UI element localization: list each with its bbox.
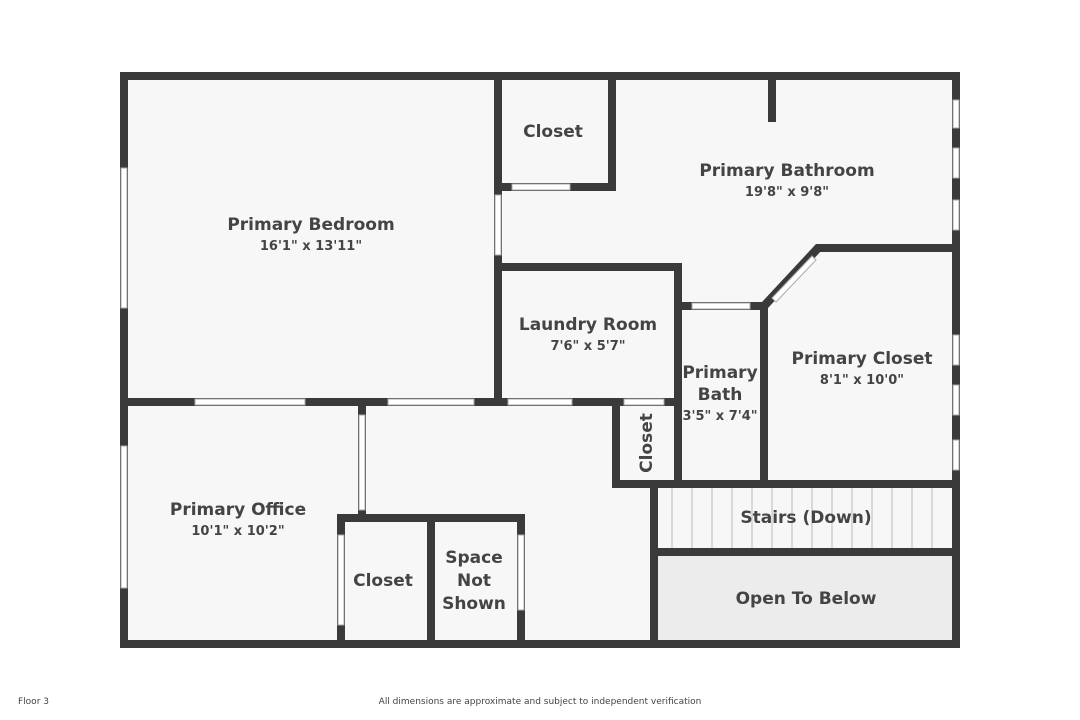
space-not-shown-3: Shown xyxy=(442,594,506,614)
room-primary-office: Primary Office xyxy=(170,500,306,520)
dim-primary-bathroom: 19'8" x 9'8" xyxy=(745,185,829,200)
dim-primary-closet: 8'1" x 10'0" xyxy=(820,373,904,388)
room-closet-top: Closet xyxy=(523,122,583,142)
room-stairs: Stairs (Down) xyxy=(740,508,871,528)
room-open-below: Open To Below xyxy=(736,589,877,609)
stairs-treads xyxy=(671,488,933,548)
room-primary-bath-1: Primary xyxy=(682,363,757,383)
room-primary-bath-2: Bath xyxy=(698,385,743,405)
space-not-shown-2: Not xyxy=(457,571,491,591)
doors-windows xyxy=(120,99,960,626)
room-closet-bottom: Closet xyxy=(353,571,413,591)
room-primary-closet: Primary Closet xyxy=(792,349,933,369)
dim-laundry: 7'6" x 5'7" xyxy=(550,339,625,354)
dim-primary-office: 10'1" x 10'2" xyxy=(191,524,284,539)
disclaimer: All dimensions are approximate and subje… xyxy=(378,697,702,707)
room-laundry: Laundry Room xyxy=(519,315,657,335)
open-to-below-area xyxy=(658,556,952,640)
room-closet-small: Closet xyxy=(637,413,657,473)
space-not-shown-1: Space xyxy=(445,548,503,568)
room-primary-bathroom: Primary Bathroom xyxy=(699,161,874,181)
dim-primary-bath: 3'5" x 7'4" xyxy=(682,409,757,424)
floor-label: Floor 3 xyxy=(18,697,49,707)
dim-primary-bedroom: 16'1" x 13'11" xyxy=(260,239,362,254)
room-primary-bedroom: Primary Bedroom xyxy=(227,215,394,235)
